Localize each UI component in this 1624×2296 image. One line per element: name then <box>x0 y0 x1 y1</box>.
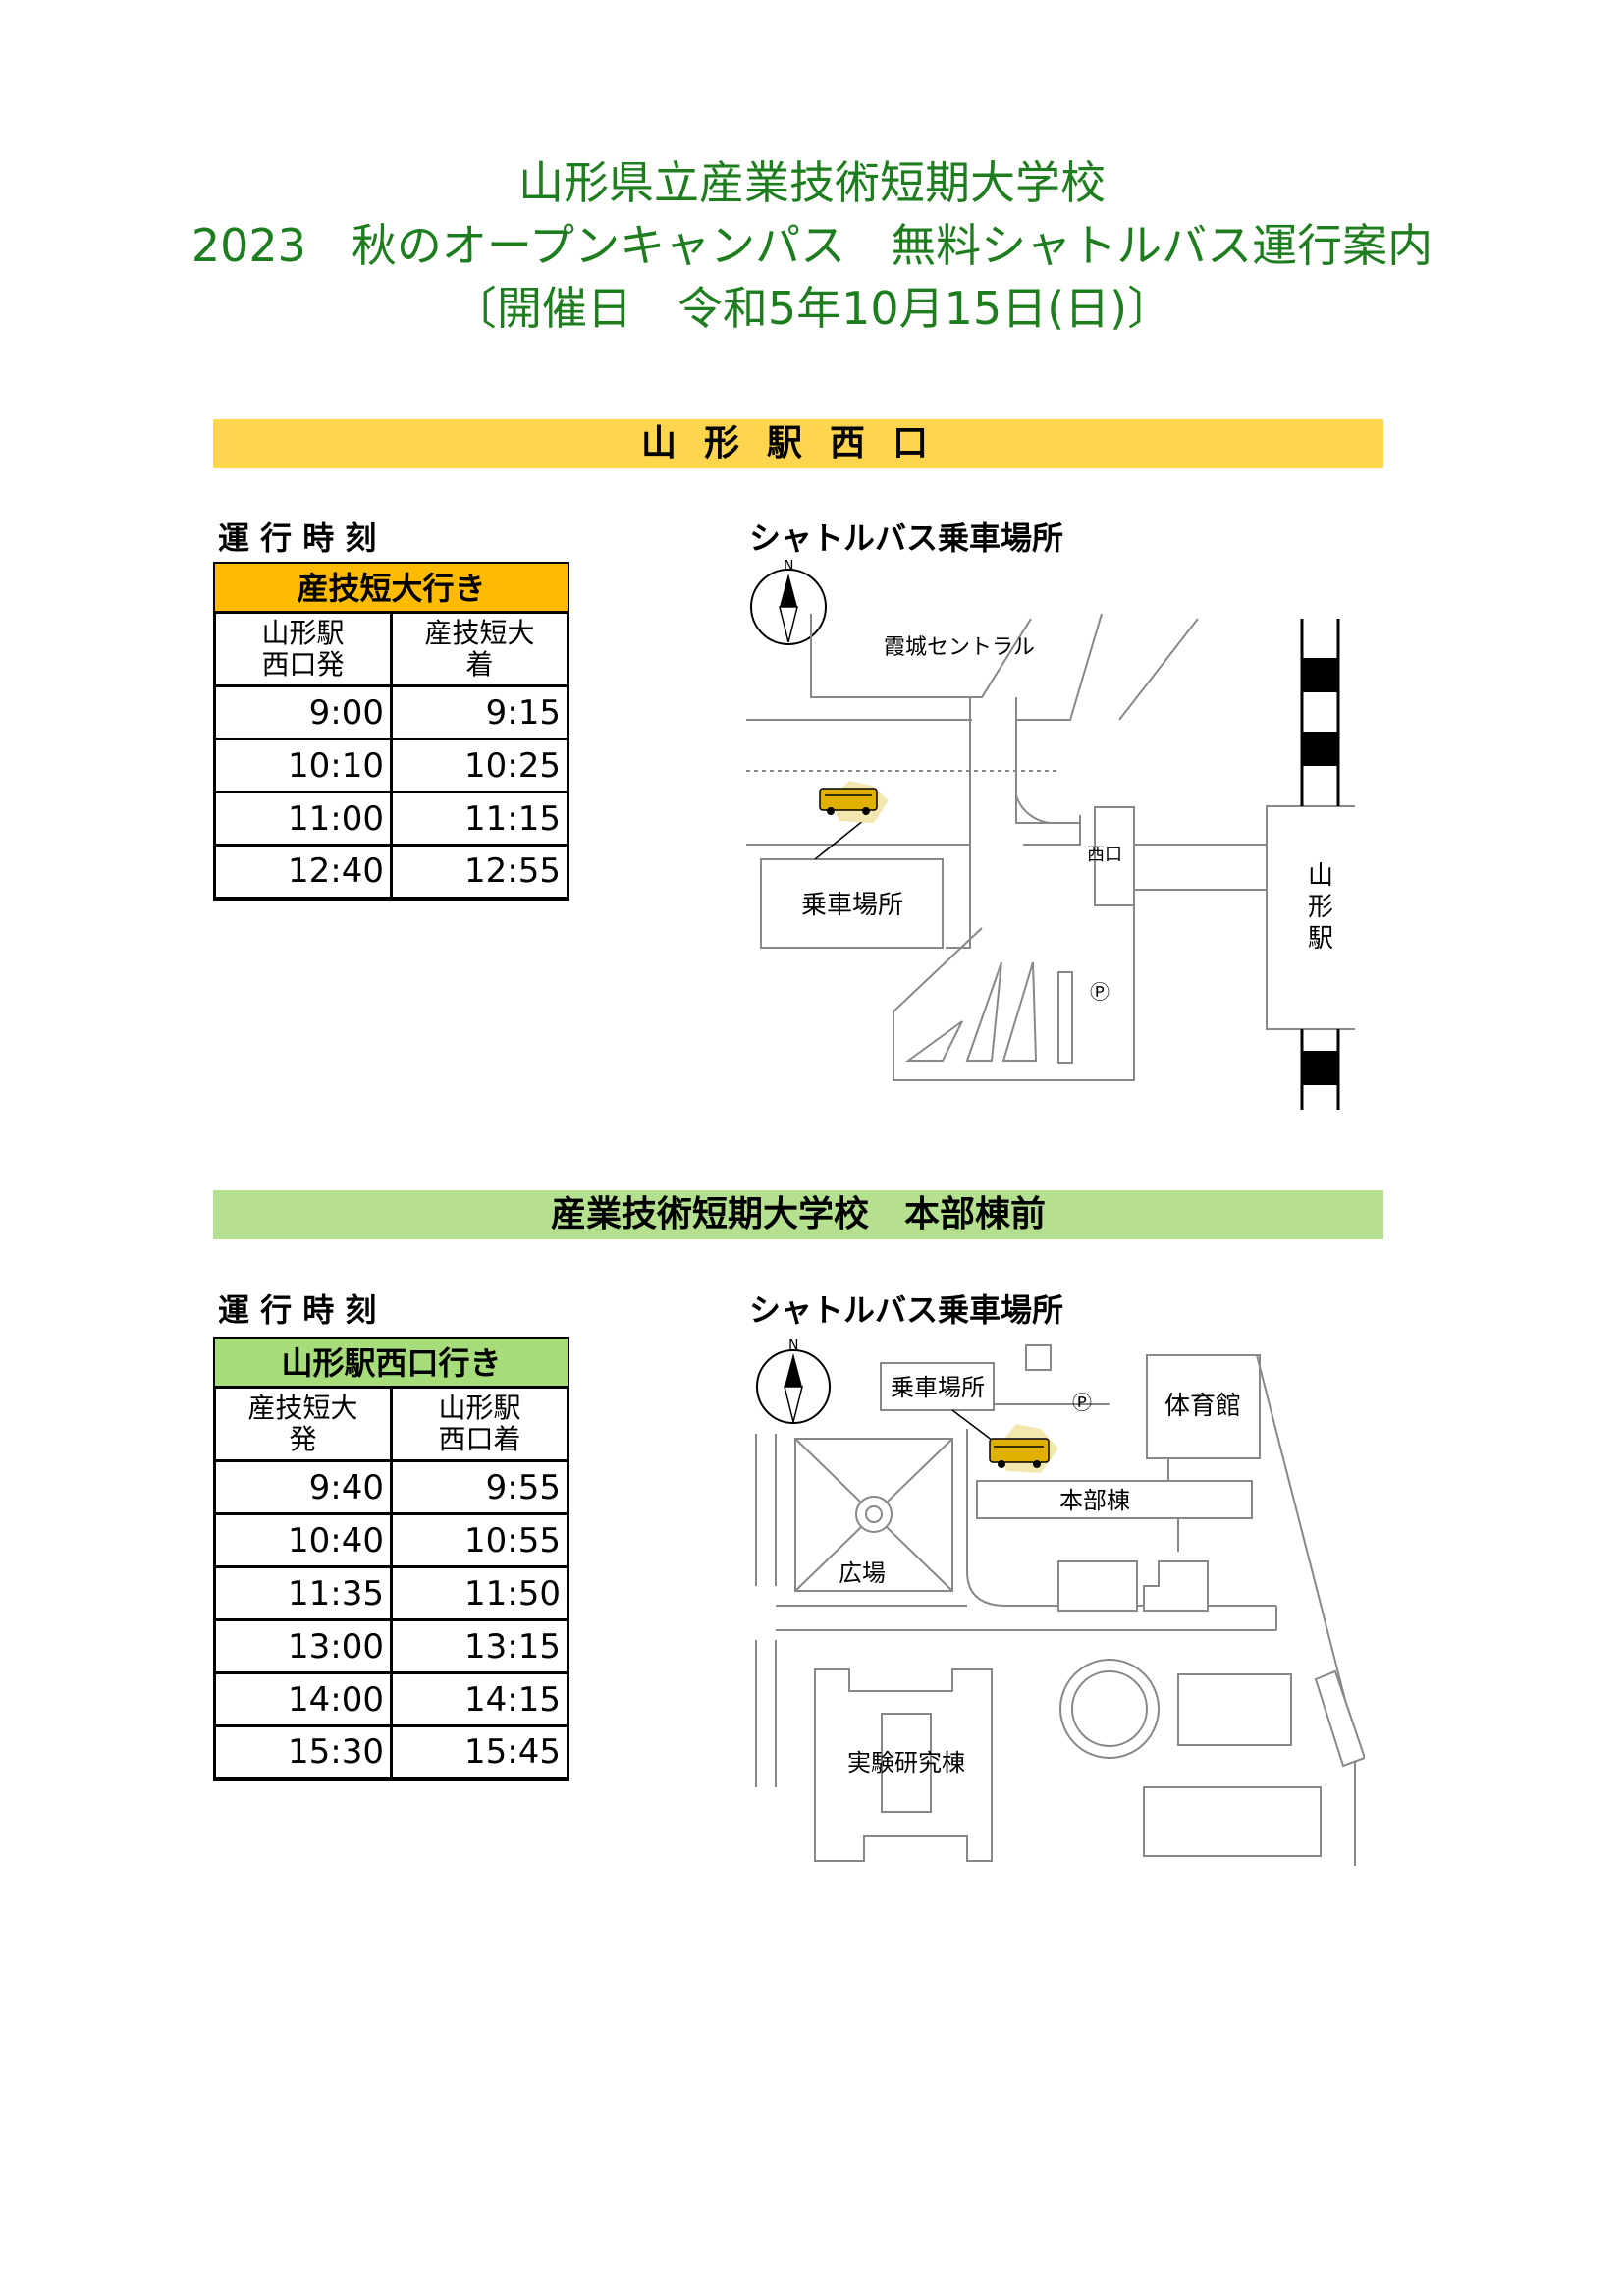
depart-time: 11:00 <box>213 791 393 847</box>
bus-icon <box>989 1424 1058 1473</box>
column-header-depart: 産技短大 発 <box>213 1386 393 1462</box>
bus-icon <box>819 781 889 823</box>
north-label: N <box>784 560 793 574</box>
arrive-time: 10:25 <box>390 738 569 793</box>
section-bar-campus: 産業技術短期大学校 本部棟前 <box>213 1190 1383 1239</box>
gym-label: 体育館 <box>1164 1392 1241 1421</box>
title-line-3: 〔開催日 令和5年10月15日(日)〕 <box>451 282 1173 335</box>
destination-header: 産技短大行き <box>213 562 569 611</box>
arrive-time: 9:55 <box>390 1459 569 1515</box>
depart-time: 15:30 <box>213 1724 393 1781</box>
building-label: 霞城セントラル <box>884 635 1035 660</box>
depart-time: 11:35 <box>213 1565 393 1621</box>
parking-icon: Ⓟ <box>1090 980 1110 1004</box>
destination-header: 山形駅西口行き <box>213 1337 569 1386</box>
boarding-place-label: 乗車場所 <box>891 1374 985 1401</box>
boarding-place-label: 乗車場所 <box>801 891 903 920</box>
station-map: N 山形駅 乗車場所 <box>746 560 1355 1110</box>
arrive-time: 15:45 <box>390 1724 569 1781</box>
arrive-time: 12:55 <box>390 844 569 901</box>
compass-icon: N <box>750 560 827 645</box>
depart-time: 12:40 <box>213 844 393 901</box>
depart-time: 10:10 <box>213 738 393 793</box>
section-bar-station: 山形駅西口 <box>213 419 1383 468</box>
compass-icon: N <box>756 1338 831 1424</box>
map-label-station: シャトルバス乗車場所 <box>749 519 1064 557</box>
title-line-1: 山形県立産業技術短期大学校 <box>518 156 1106 209</box>
arrive-time: 11:50 <box>390 1565 569 1621</box>
depart-time: 9:40 <box>213 1459 393 1515</box>
parking-icon: Ⓟ <box>1072 1391 1092 1414</box>
column-header-arrive: 山形駅 西口着 <box>390 1386 569 1462</box>
depart-time: 14:00 <box>213 1671 393 1727</box>
arrive-time: 10:55 <box>390 1512 569 1568</box>
schedule-label-campus: 運 行 時 刻 <box>218 1291 377 1329</box>
north-label: N <box>788 1338 798 1353</box>
arrive-time: 9:15 <box>390 684 569 740</box>
railway-track <box>1300 619 1340 1110</box>
west-exit-label: 西口 <box>1087 845 1122 865</box>
arrive-time: 11:15 <box>390 791 569 847</box>
plaza-label: 広場 <box>839 1559 886 1587</box>
station-label: 山形駅 <box>1308 861 1333 954</box>
depart-time: 10:40 <box>213 1512 393 1568</box>
hq-building-label: 本部棟 <box>1059 1487 1130 1514</box>
lab-building-label: 実験研究棟 <box>847 1749 965 1777</box>
column-header-depart: 山形駅 西口発 <box>213 611 393 687</box>
depart-time: 13:00 <box>213 1618 393 1674</box>
column-header-arrive: 産技短大 着 <box>390 611 569 687</box>
arrive-time: 14:15 <box>390 1671 569 1727</box>
arrive-time: 13:15 <box>390 1618 569 1674</box>
title-line-2: 2023 秋のオープンキャンパス 無料シャトルバス運行案内 <box>190 219 1434 272</box>
map-label-campus: シャトルバス乗車場所 <box>749 1291 1064 1329</box>
campus-map: N 乗車場所 <box>755 1338 1365 1866</box>
schedule-label-station: 運 行 時 刻 <box>218 519 377 557</box>
depart-time: 9:00 <box>213 684 393 740</box>
